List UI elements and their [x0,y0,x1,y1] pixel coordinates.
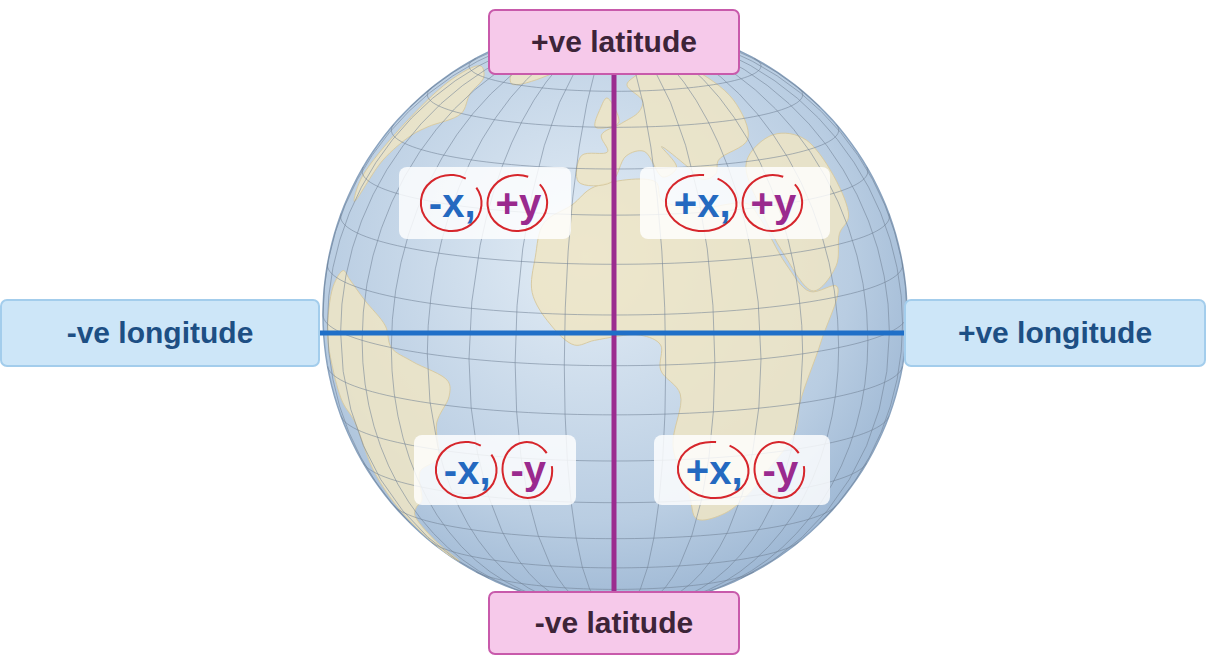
red-circle [752,440,807,501]
red-circle [434,439,499,500]
longitude-label: -ve longitude [0,299,320,367]
quadrant-label: -x, -y [414,435,576,505]
longitude-label: +ve longitude [904,299,1206,367]
axis-sign: -x, [429,180,476,226]
red-circle-marks [399,167,571,239]
red-circle [664,172,739,234]
axis-sign: -y [763,447,799,493]
latitude-label: -ve latitude [488,591,740,655]
red-circle [500,440,555,501]
axis-sign: -x, [444,447,491,493]
red-circle [740,172,805,234]
land-mass [328,271,460,562]
quadrant-label: +x, +y [640,167,830,239]
red-circle [485,172,550,234]
equator-line [320,331,904,336]
graticule [323,23,907,607]
quadrant-label: +x, -y [654,435,830,505]
axis-sign: +y [751,180,797,226]
latitude-label: +ve latitude [488,9,740,75]
axis-label: +ve longitude [958,316,1152,351]
axis-sign: +x, [686,447,743,493]
axis-sign: -y [511,447,547,493]
axis-sign: +y [496,180,542,226]
quadrant-label: -x, +y [399,167,571,239]
axis-label: -ve longitude [67,316,254,351]
axis-label: +ve latitude [531,25,697,60]
red-circle-marks [640,167,830,239]
axis-sign: +x, [674,180,731,226]
red-circle-marks [414,435,576,505]
axis-label: -ve latitude [535,606,693,641]
globe-ocean [323,23,907,607]
red-circle [676,439,751,501]
red-circle [419,172,484,233]
